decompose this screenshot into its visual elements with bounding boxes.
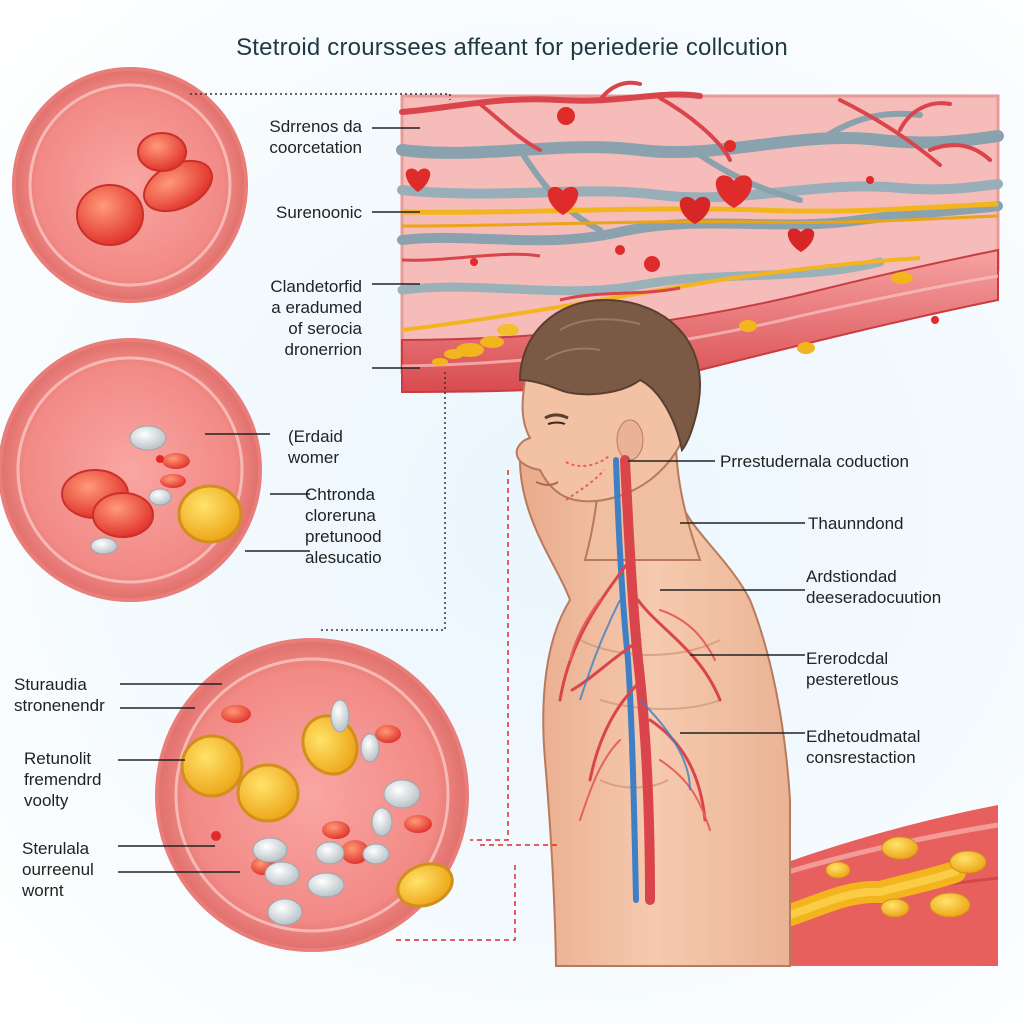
diagram-title: Stetroid crourssees affeant for perieder… (236, 34, 788, 61)
leader-lines (118, 127, 805, 873)
label-prrestudernala: Prrestudernala coduction (720, 452, 910, 471)
human-figure (515, 298, 791, 967)
cross-section-circle-3 (155, 638, 469, 952)
cross-section-circle-2 (0, 338, 262, 602)
label-thaunndond: Thaunndond (808, 514, 904, 533)
cross-section-circle-1 (12, 67, 248, 303)
dashed-connectors (190, 93, 560, 941)
label-surenoonic: Surenoonic (275, 203, 362, 222)
tissue-panel (396, 80, 1004, 394)
